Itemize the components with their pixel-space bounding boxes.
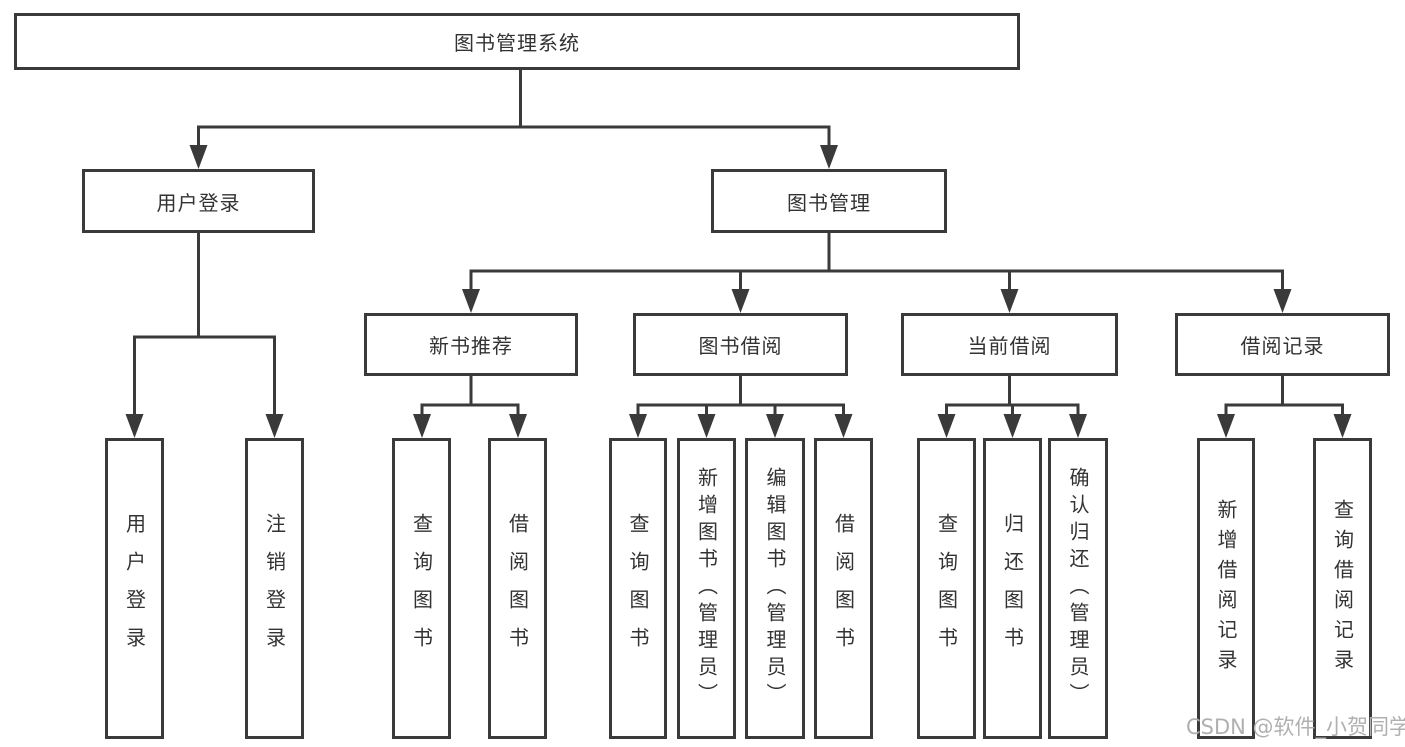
arrowhead bbox=[834, 414, 853, 438]
node-user-login-label: 用户登录 bbox=[156, 190, 241, 215]
leaf-cb-return-books-label: 归还图书 bbox=[1000, 512, 1025, 665]
leaf-nbr-borrow-books-label: 借阅图书 bbox=[505, 512, 530, 665]
node-book-borrowing: 图书借阅 bbox=[633, 313, 848, 376]
node-book-management-label: 图书管理 bbox=[787, 190, 871, 215]
leaf-nbr-query-books-label: 查询图书 bbox=[409, 512, 434, 665]
leaf-bb-edit-books-admin-label: 编辑图书（管理员） bbox=[763, 467, 787, 710]
leaf-logout: 注销登录 bbox=[245, 438, 304, 739]
connectors-book-borrowing bbox=[629, 376, 853, 438]
arrowhead bbox=[820, 145, 838, 169]
leaf-bb-query-books-label: 查询图书 bbox=[626, 512, 650, 665]
leaf-bb-borrow-books-label: 借阅图书 bbox=[831, 512, 856, 665]
arrowhead bbox=[731, 289, 750, 313]
node-library-system-label: 图书管理系统 bbox=[454, 31, 580, 55]
leaf-bb-add-books-admin: 新增图书（管理员） bbox=[677, 438, 736, 739]
node-book-management: 图书管理 bbox=[711, 169, 947, 233]
arrowhead bbox=[509, 414, 527, 438]
node-current-borrowing: 当前借阅 bbox=[901, 313, 1118, 376]
arrowhead bbox=[462, 289, 480, 313]
node-new-book-recommend: 新书推荐 bbox=[364, 313, 578, 376]
leaf-bb-edit-books-admin: 编辑图书（管理员） bbox=[745, 438, 805, 739]
connectors-book-management bbox=[462, 233, 1292, 313]
leaf-logout-label: 注销登录 bbox=[262, 512, 287, 665]
leaf-rec-add-record-label: 新增借阅记录 bbox=[1214, 498, 1238, 679]
node-current-borrowing-label: 当前借阅 bbox=[967, 334, 1052, 358]
leaf-cb-return-books: 归还图书 bbox=[983, 438, 1042, 739]
node-borrowing-records-label: 借阅记录 bbox=[1240, 334, 1325, 358]
watermark-text: CSDN @软件_小贺同学 bbox=[1186, 715, 1405, 739]
arrowhead bbox=[125, 414, 144, 438]
arrowhead bbox=[1000, 289, 1019, 313]
arrowhead bbox=[937, 414, 956, 438]
connectors-root-to-level2 bbox=[189, 69, 838, 169]
leaf-user-login: 用户登录 bbox=[105, 438, 164, 739]
leaf-rec-add-record: 新增借阅记录 bbox=[1197, 438, 1255, 739]
leaf-cb-query-books: 查询图书 bbox=[917, 438, 976, 739]
leaf-bb-add-books-admin-label: 新增图书（管理员） bbox=[694, 467, 719, 710]
arrowhead bbox=[1003, 414, 1022, 438]
arrowhead bbox=[1333, 414, 1352, 438]
leaf-cb-query-books-label: 查询图书 bbox=[934, 512, 959, 665]
leaf-cb-confirm-return-admin-label: 确认归还（管理员） bbox=[1066, 467, 1090, 710]
leaf-bb-query-books: 查询图书 bbox=[609, 438, 667, 739]
leaf-cb-confirm-return-admin: 确认归还（管理员） bbox=[1048, 438, 1108, 739]
leaf-user-login-label: 用户登录 bbox=[122, 512, 147, 665]
arrowhead bbox=[1069, 414, 1087, 438]
leaf-rec-query-record-label: 查询借阅记录 bbox=[1330, 498, 1355, 679]
arrowhead bbox=[265, 414, 284, 438]
connectors-new-book-recommend bbox=[413, 376, 527, 438]
node-borrowing-records: 借阅记录 bbox=[1175, 313, 1390, 376]
arrowhead bbox=[1273, 289, 1292, 313]
node-user-login: 用户登录 bbox=[82, 169, 315, 233]
arrowhead bbox=[413, 414, 431, 438]
node-new-book-recommend-label: 新书推荐 bbox=[429, 334, 513, 358]
leaf-nbr-query-books: 查询图书 bbox=[392, 438, 451, 739]
arrowhead bbox=[629, 414, 647, 438]
node-book-borrowing-label: 图书借阅 bbox=[698, 334, 783, 358]
connectors-borrowing-records bbox=[1217, 376, 1352, 438]
node-library-system: 图书管理系统 bbox=[14, 13, 1020, 70]
arrowhead bbox=[189, 145, 208, 169]
connectors-current-borrowing bbox=[937, 376, 1087, 438]
leaf-nbr-borrow-books: 借阅图书 bbox=[488, 438, 547, 739]
connectors-user-login bbox=[125, 233, 284, 438]
arrowhead bbox=[1217, 414, 1235, 438]
leaf-bb-borrow-books: 借阅图书 bbox=[814, 438, 873, 739]
arrowhead bbox=[766, 414, 784, 438]
leaf-rec-query-record: 查询借阅记录 bbox=[1313, 438, 1372, 739]
arrowhead bbox=[697, 414, 716, 438]
